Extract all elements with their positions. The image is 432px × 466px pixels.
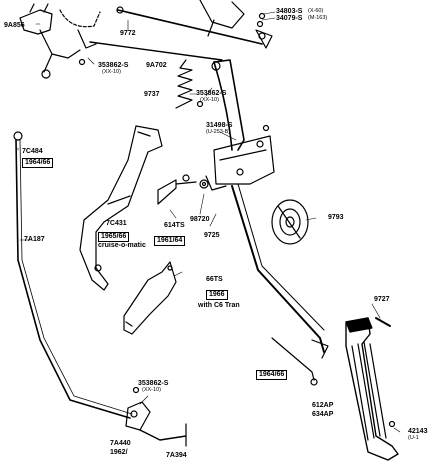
carburetor-linkage-part (19, 3, 101, 79)
label-353862-s-a-sub: (XX-10) (102, 69, 121, 75)
accelerator-pedal (345, 317, 399, 461)
label-612ap: 612AP (312, 402, 334, 409)
label-34079-s-sub: (M-163) (308, 15, 328, 21)
label-1962: 1962/ (110, 449, 128, 456)
throttle-rod-upper (89, 6, 273, 61)
dash-boot-grommet (271, 199, 309, 245)
label-7c431: 7C431 (106, 220, 127, 227)
bracket-66ts-c6 (123, 261, 177, 335)
year-box-1961-64: 1961/64 (154, 236, 186, 246)
label-353862-s-b-sub: (XX-10) (200, 97, 219, 103)
label-98720: 98720 (190, 216, 210, 223)
label-353862-s-b: 353862-S (196, 90, 227, 97)
label-42143: 42143 (408, 428, 428, 435)
note-with-c6-tran: with C6 Tran (198, 302, 240, 309)
label-353862-s-c-sub: (XX-10) (142, 387, 161, 393)
accelerator-lever-arm (211, 59, 245, 151)
label-7a394: 7A394 (166, 452, 187, 459)
year-box-1964-66-left: 1964/66 (22, 158, 54, 168)
leader-lines (17, 11, 401, 433)
fasteners (78, 12, 396, 428)
label-7a440: 7A440 (110, 440, 131, 447)
label-34803-s-sub: (X-60) (308, 8, 324, 14)
label-9737: 9737 (144, 91, 160, 98)
pivot-link-1964-66 (271, 337, 318, 386)
note-cruise-o-matic: cruise-o-matic (98, 242, 146, 249)
return-spring (175, 59, 193, 109)
label-9a856: 9A856 (4, 22, 25, 29)
label-614ts: 614TS (164, 222, 185, 229)
label-9727: 9727 (374, 296, 390, 303)
label-42143-sub: (U-1 (408, 435, 419, 441)
link-614ts (157, 174, 197, 205)
label-34803-s: 34803-S (276, 8, 303, 15)
label-9a702: 9A702 (146, 62, 167, 69)
label-34079-s: 34079-S (276, 15, 303, 22)
kickdown-bracket-cruise-o-matic (79, 125, 163, 291)
label-7c484: 7C484 (22, 148, 43, 155)
label-7a187: 7A187 (24, 236, 45, 243)
pedal-rod (231, 183, 329, 359)
label-353862-s-a: 353862-S (98, 62, 129, 69)
nut-98720 (199, 179, 209, 189)
label-66ts: 66TS (206, 276, 223, 283)
carburetor-detail (199, 0, 245, 37)
lower-lever-7a394 (125, 401, 187, 447)
year-box-1964-66-bottom: 1964/66 (256, 370, 288, 380)
label-9793: 9793 (328, 214, 344, 221)
pin-9727 (375, 317, 391, 327)
year-box-1965-66: 1965/66 (98, 232, 130, 242)
year-box-1966: 1966 (206, 290, 228, 300)
label-353862-s-c: 353862-S (138, 380, 169, 387)
label-31498-s: 31498-S (206, 122, 233, 129)
label-9725: 9725 (204, 232, 220, 239)
kickdown-rod-7a187 (13, 131, 133, 419)
label-31498-s-sub: (U-253-B) (206, 129, 231, 135)
label-634ap: 634AP (312, 411, 334, 418)
label-9772: 9772 (120, 30, 136, 37)
pedal-bracket (205, 135, 275, 191)
